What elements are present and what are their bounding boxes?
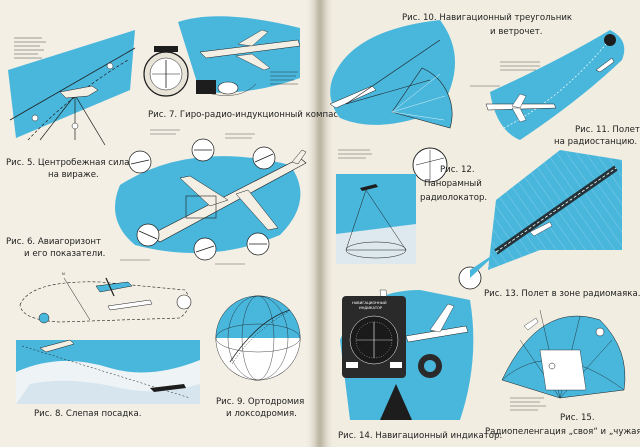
figure-6-artificial-horizon: Рис. 6. Авиагоризонт и его показатели. xyxy=(6,129,307,265)
fig15-caption-line-1: Рис. 15. xyxy=(560,413,595,423)
north-marker: N xyxy=(62,272,65,276)
fig11-airliner xyxy=(485,103,557,111)
figure-11-flight-to-station: Рис. 11. Полет на радиостанцию. xyxy=(470,30,640,147)
fig12-caption-line-1: Рис. 12. xyxy=(440,165,475,175)
figure-13-radio-beacon-zone: Рис. 13. Полет в зоне радиомаяка. xyxy=(458,150,640,299)
fig13-caption: Рис. 13. Полет в зоне радиомаяка. xyxy=(484,289,640,299)
fig10-radar-sector xyxy=(391,67,453,129)
fig11-caption-line-1: Рис. 11. Полет xyxy=(575,125,640,135)
fig7-blue-sky xyxy=(178,16,300,93)
fig14-panel-label-2: ИНДИКАТОР xyxy=(359,306,383,310)
figure-12-panoramic-radar: Рис. 12. Панорамный радиолокатор. xyxy=(336,165,487,264)
book-gutter xyxy=(305,0,335,447)
fig7-caption: Рис. 7. Гиро-радио-индукционный компас. xyxy=(148,110,341,120)
figure-7-gyro-radio-compass: Рис. 7. Гиро-радио-индукционный компас. xyxy=(143,16,341,120)
fig5-legend-lines xyxy=(14,37,46,59)
figure-10-navigation-triangle: Рис. 10. Навигационный треугольник и вет… xyxy=(329,13,572,183)
fig12-caption-line-2: Панорамный xyxy=(424,179,482,189)
figure-8-blind-landing: N Рис. 8. Слепая посадка. xyxy=(16,272,200,419)
fig11-blue-band xyxy=(490,30,625,140)
figure-15-radio-direction-finding: Рис. 15. Радиопеленгация „своя“ и „чужая… xyxy=(485,309,640,437)
fig8-caption: Рис. 8. Слепая посадка. xyxy=(34,409,141,419)
figure-9-orthodrome: Рис. 9. Ортодромия и локсодромия. xyxy=(215,295,304,419)
fig5-caption-line-1: Рис. 5. Центробежная сила xyxy=(6,158,129,168)
fig10-caption-line-2: и ветрочет. xyxy=(490,27,543,37)
fig6-caption-line-1: Рис. 6. Авиагоризонт xyxy=(6,237,101,247)
fig11-radio-station xyxy=(604,34,616,46)
fig7-sensor-block xyxy=(196,80,216,94)
fig14-caption: Рис. 14. Навигационный индикатор. xyxy=(338,431,502,441)
fig5-blue-band xyxy=(8,30,135,138)
fig10-caption-line-1: Рис. 10. Навигационный треугольник xyxy=(402,13,572,23)
fig6-blue-oval xyxy=(115,156,301,253)
fig5-caption-line-2: на вираже. xyxy=(48,170,99,180)
fig6-caption-line-2: и его показатели. xyxy=(24,249,105,259)
fig9-caption-line-2: и локсодромия. xyxy=(226,409,297,419)
fig12-caption-line-3: радиолокатор. xyxy=(420,193,487,203)
fig9-caption-line-1: Рис. 9. Ортодромия xyxy=(216,397,304,407)
fig11-caption-line-2: на радиостанцию. xyxy=(554,137,637,147)
fig8-dashed-track xyxy=(19,281,190,323)
fig6-indicator-dials xyxy=(128,138,276,261)
fig14-panel-label: НАВИГАЦИОННЫЙ xyxy=(352,300,387,305)
figure-5-centrifugal-force: Рис. 5. Центробежная сила на вираже. xyxy=(6,30,136,180)
fig15-caption-line-2: Радиопеленгация „своя“ и „чужая“. xyxy=(485,427,640,437)
figure-14-navigation-indicator: НАВИГАЦИОННЫЙ ИНДИКАТОР Рис. 14. Навигац… xyxy=(338,289,502,441)
